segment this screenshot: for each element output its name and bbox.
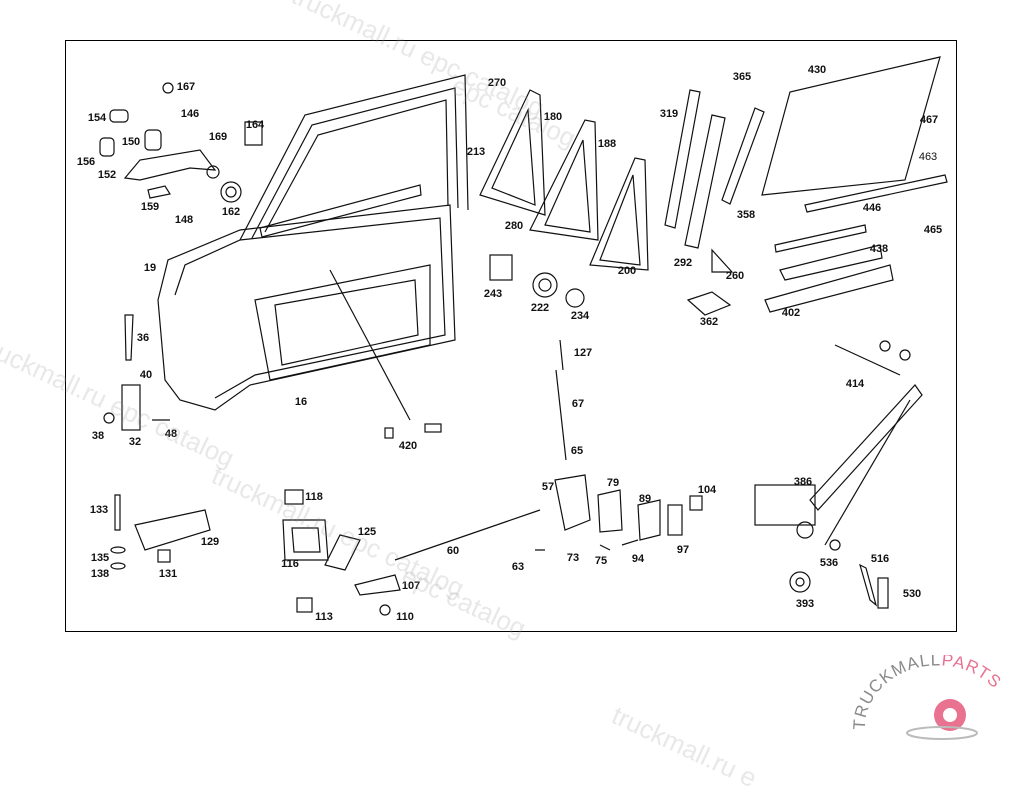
part-callout-154: 154 — [87, 112, 107, 124]
part-callout-188: 188 — [597, 138, 617, 150]
door-shell — [157, 74, 469, 411]
part-callout-362: 362 — [699, 316, 719, 328]
part-callout-516: 516 — [870, 553, 890, 565]
part-callout-463: 463 — [918, 151, 938, 163]
hinges-and-rods — [103, 254, 703, 570]
part-callout-438: 438 — [869, 243, 889, 255]
part-callout-420: 420 — [398, 440, 418, 452]
svg-text:TRUCKMALLPARTS: TRUCKMALLPARTS — [850, 655, 1005, 730]
main-glass — [686, 56, 948, 316]
part-callout-446: 446 — [862, 202, 882, 214]
part-callout-162: 162 — [221, 206, 241, 218]
part-callout-94: 94 — [631, 553, 645, 565]
logo-text-right: PARTS — [941, 655, 1005, 692]
part-callout-243: 243 — [483, 288, 503, 300]
part-callout-73: 73 — [566, 552, 580, 564]
part-callout-319: 319 — [659, 108, 679, 120]
part-callout-146: 146 — [180, 108, 200, 120]
part-callout-16: 16 — [294, 396, 308, 408]
part-callout-40: 40 — [139, 369, 153, 381]
part-callout-38: 38 — [91, 430, 105, 442]
part-callout-138: 138 — [90, 568, 110, 580]
vent-windows — [479, 89, 649, 271]
part-callout-180: 180 — [543, 111, 563, 123]
part-callout-152: 152 — [97, 169, 117, 181]
part-callout-67: 67 — [571, 398, 585, 410]
part-callout-159: 159 — [140, 201, 160, 213]
part-callout-36: 36 — [136, 332, 150, 344]
part-callout-116: 116 — [281, 558, 299, 570]
logo-text-left: TRUCKMALL — [850, 655, 941, 730]
part-callout-60: 60 — [446, 545, 460, 557]
part-callout-167: 167 — [176, 81, 196, 93]
part-callout-65: 65 — [570, 445, 584, 457]
part-callout-213: 213 — [466, 146, 486, 158]
part-callout-200: 200 — [617, 265, 637, 277]
part-callout-402: 402 — [781, 307, 801, 319]
part-callout-280: 280 — [504, 220, 524, 232]
window-channels — [664, 89, 765, 249]
part-callout-169: 169 — [208, 131, 228, 143]
part-callout-260: 260 — [725, 270, 745, 282]
part-callout-48: 48 — [164, 428, 178, 440]
part-callout-148: 148 — [174, 214, 194, 226]
part-callout-222: 222 — [530, 302, 550, 314]
part-callout-79: 79 — [606, 477, 620, 489]
part-callout-131: 131 — [158, 568, 178, 580]
handles-and-locks — [99, 82, 401, 616]
part-callout-118: 118 — [305, 491, 323, 503]
part-callout-63: 63 — [511, 561, 525, 573]
part-callout-465: 465 — [923, 224, 943, 236]
part-callout-150: 150 — [121, 136, 141, 148]
truckmallparts-logo: TRUCKMALLPARTS — [850, 655, 1005, 740]
diagram-frame — [65, 40, 957, 632]
part-callout-110: 110 — [396, 611, 414, 623]
parts-diagram — [99, 56, 948, 616]
part-callout-234: 234 — [570, 310, 590, 322]
part-callout-536: 536 — [819, 557, 839, 569]
part-callout-127: 127 — [573, 347, 593, 359]
part-callout-530: 530 — [902, 588, 922, 600]
part-callout-133: 133 — [89, 504, 109, 516]
window-regulator — [754, 340, 923, 609]
part-callout-107: 107 — [401, 580, 421, 592]
part-callout-75: 75 — [594, 555, 608, 567]
part-callout-19: 19 — [143, 262, 157, 274]
part-callout-292: 292 — [673, 257, 693, 269]
part-callout-270: 270 — [487, 77, 507, 89]
part-callout-57: 57 — [541, 481, 555, 493]
part-callout-135: 135 — [90, 552, 110, 564]
part-callout-414: 414 — [845, 378, 865, 390]
part-callout-113: 113 — [315, 611, 333, 623]
part-callout-32: 32 — [128, 436, 142, 448]
logo-swoosh — [906, 726, 978, 740]
part-callout-97: 97 — [676, 544, 690, 556]
part-callout-89: 89 — [638, 493, 652, 505]
part-callout-164: 164 — [245, 119, 265, 131]
part-callout-358: 358 — [736, 209, 756, 221]
gear-icon — [934, 699, 966, 731]
part-callout-129: 129 — [200, 536, 220, 548]
part-callout-467: 467 — [919, 114, 939, 126]
part-callout-393: 393 — [795, 598, 815, 610]
part-callout-386: 386 — [793, 476, 813, 488]
part-callout-365: 365 — [732, 71, 752, 83]
part-callout-125: 125 — [357, 526, 377, 538]
part-callout-156: 156 — [76, 156, 96, 168]
part-callout-430: 430 — [807, 64, 827, 76]
part-callout-104: 104 — [697, 484, 717, 496]
